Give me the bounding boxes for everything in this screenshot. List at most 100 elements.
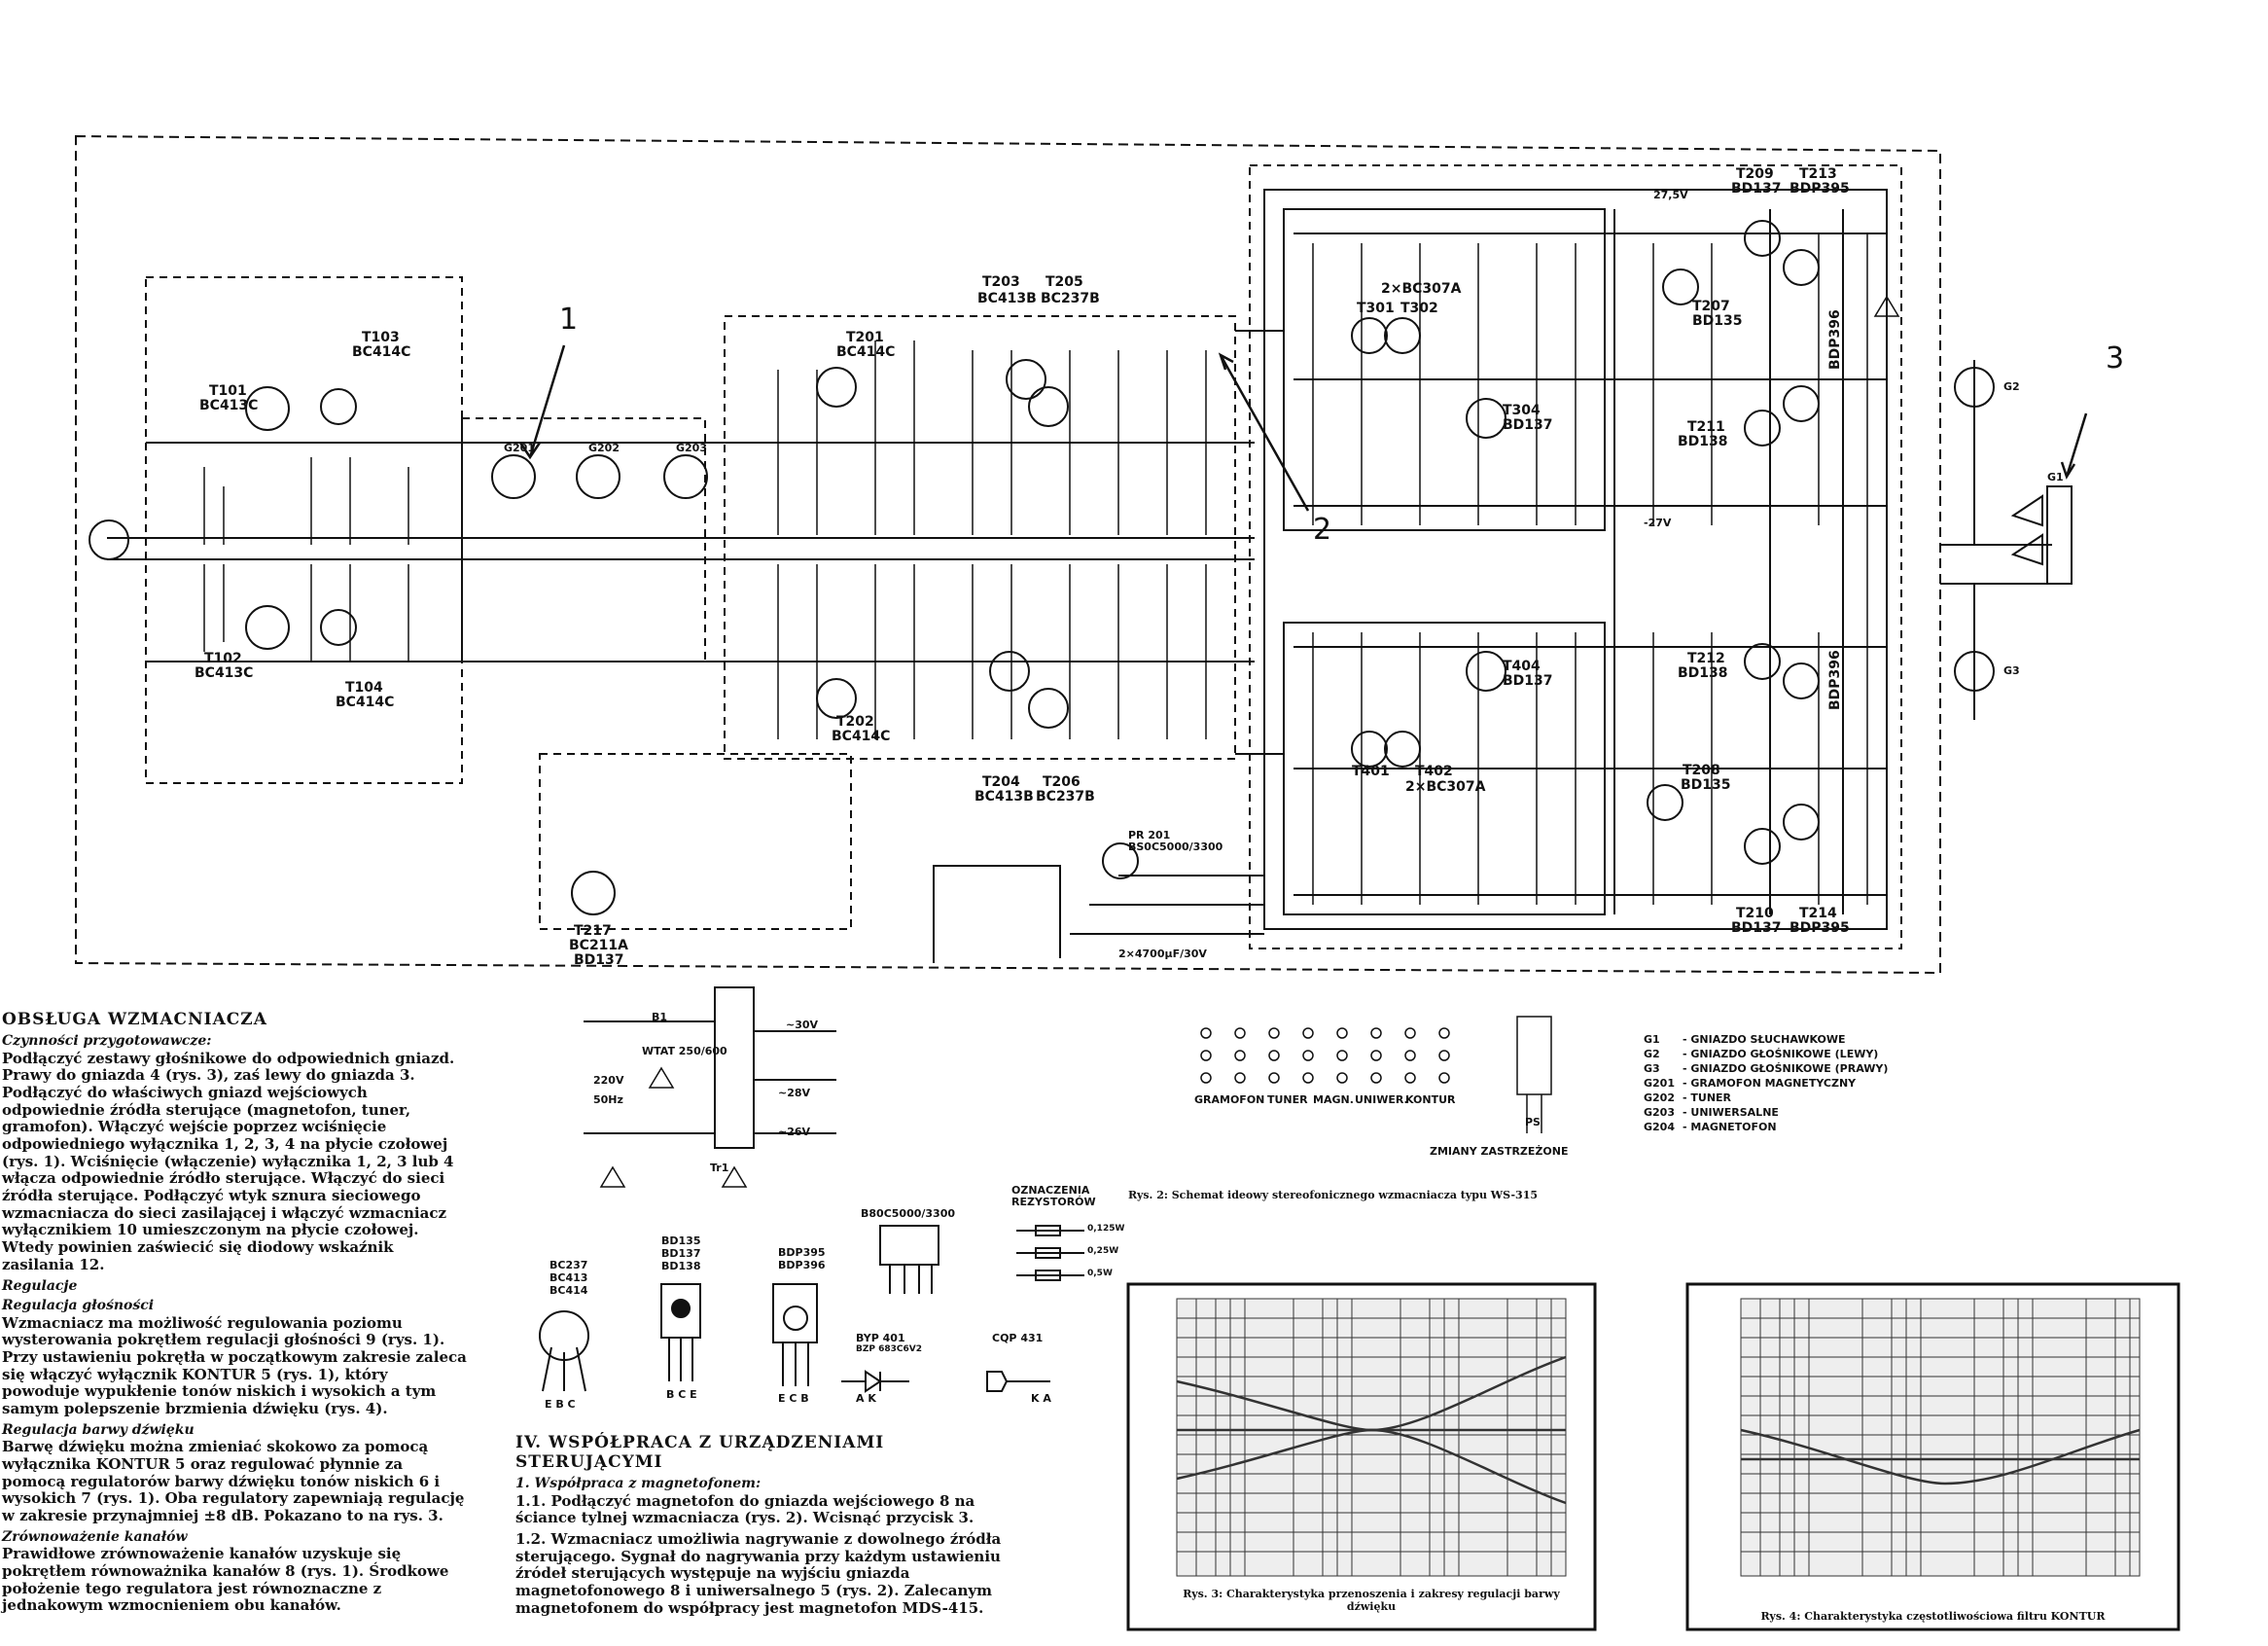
switch-panel-drawing [1200,1016,1552,1133]
label-t208: T208 [1683,763,1720,778]
resistor-symbols [1016,1225,1084,1281]
label-t214: T214 [1799,906,1837,921]
operating-instructions: OBSŁUGA WZMACNIACZA Czynności przygotowa… [2,1010,467,1615]
label-t207: T207 [1692,299,1730,314]
din-socket-g201-icon [491,454,536,499]
callout-1-arrow [518,344,566,460]
label-t214-type: BDP395 [1790,920,1850,936]
resistor-legend-title: OZNACZENIA REZYSTORÓW [1011,1184,1096,1209]
poweramp-board-inner [1263,189,1888,930]
din-socket-g204-icon [89,519,129,560]
fig3-frame [1126,1282,1597,1631]
speaker-g3-icon [1954,651,1995,692]
legend-item: G1- GNIAZDO SŁUCHAWKOWE [1644,1033,1846,1046]
label-t211-type: BD138 [1678,434,1728,449]
label-tr1: Tr1 [710,1162,729,1174]
label-t104-type: BC414C [336,695,395,710]
legend-item: G203- UNIWERSALNE [1644,1106,1779,1119]
pinout-med-2: BD137 [661,1247,701,1260]
label-t201-type: BC414C [836,344,896,360]
fig2-caption: Rys. 2: Schemat ideowy stereofonicznego … [1128,1189,1538,1201]
pinout-power-1: BDP395 [778,1246,826,1259]
label-g2: G2 [2003,380,2020,393]
legend-item: G201- GRAMOFON MAGNETYCZNY [1644,1077,1857,1090]
label-mains-voltage: 220V [593,1074,624,1087]
cooperation-title: IV. WSPÓŁPRACA Z URZĄDZENIAMI STERUJĄCYM… [515,1433,885,1473]
label-t101: T101 [209,383,247,399]
label-pr201: PR 201 [1128,829,1171,841]
pinout-small-1: BC237 [549,1259,588,1271]
label-filter-cap: 2×4700μF/30V [1118,948,1207,960]
section-balance-text: Prawidłowe zrównoważenie kanałów uzyskuj… [2,1545,449,1615]
section-volume-text: Wzmacniacz ma możliwość regulowania pozi… [2,1313,467,1417]
label-t30x-type: 2×BC307A [1381,281,1462,297]
instructions-title: OBSŁUGA WZMACNIACZA [2,1010,267,1029]
section-balance-title: Zrównoważenie kanałów [2,1528,188,1545]
label-t401: T401 [1352,764,1390,779]
led-icon [986,1371,1050,1392]
label-t207-type: BD135 [1692,313,1743,329]
warning-icons [599,295,1900,1188]
components [203,233,1868,905]
chassis-border [75,134,1941,975]
cooperation-sub-title: 1. Współpraca z magnetofonem: [515,1476,762,1492]
label-t304-type: BD137 [1503,417,1553,433]
label-t40x-type: 2×BC307A [1405,779,1486,795]
resistor-legend-1: 0,125W [1087,1224,1125,1234]
fig3-grid [1176,1298,1567,1577]
label-t301: T301 [1357,301,1395,316]
label-t211: T211 [1687,419,1725,435]
cooperation-section: IV. WSPÓŁPRACA Z URZĄDZENIAMI STERUJĄCYM… [515,1433,1026,1617]
psu-board [539,753,852,930]
label-t402: T402 [1415,764,1453,779]
label-rectifier: BS0C5000/3300 [1128,841,1223,853]
pinout-small-3: BC414 [549,1284,588,1297]
fig4-curve-kontur [1740,1428,2141,1485]
pinout-led-pins: K A [1031,1392,1051,1405]
label-t201: T201 [846,330,884,345]
callout-3-arrow [2060,412,2088,480]
label-g203: G203 [676,442,707,454]
legend-item: G3- GNIAZDO GŁOŚNIKOWE (PRAWY) [1644,1062,1889,1075]
label-t210: T210 [1736,906,1774,921]
section-preparation-text: Podłączyć zestawy głośnikowe do odpowied… [2,1049,455,1273]
pinout-diode-pins: A K [856,1392,876,1405]
label-t203-type: BC413B [977,291,1037,306]
label-v27n: -27V [1644,517,1672,529]
label-t304: T304 [1503,403,1541,418]
pinout-led: CQP 431 [992,1332,1044,1344]
switch-label-uniwer: UNIWER. [1355,1093,1408,1106]
label-t104: T104 [345,680,383,696]
legend-item: G202- TUNER [1644,1091,1732,1104]
label-t103: T103 [362,330,400,345]
section-preparation-title: Czynności przygotowawcze: [2,1033,212,1050]
transformer [714,986,755,1149]
to220-package-icon [772,1283,818,1343]
poweramp-board-outer [1249,164,1902,949]
pinout-med-1: BD135 [661,1234,701,1247]
pinout-small-2: BC413 [549,1271,588,1284]
zener-diode-icon [841,1370,909,1393]
label-t103-type: BC414C [352,344,411,360]
legend-item: G204- MAGNETOFON [1644,1121,1777,1133]
legend-item: G2- GNIAZDO GŁOŚNIKOWE (LEWY) [1644,1048,1879,1060]
label-g1: G1 [2047,471,2064,483]
fig4-grid [1740,1298,2141,1577]
label-t203: T203 [982,274,1020,290]
pinout-diode: BYP 401 [856,1332,905,1344]
section-volume-title: Regulacja głośności [2,1298,155,1314]
resistor-legend-3: 0,5W [1087,1269,1113,1278]
label-t205: T205 [1045,274,1083,290]
label-t202: T202 [836,714,874,730]
bridge-package-icon [879,1225,939,1266]
fig4-caption: Rys. 4: Charakterystyka częstotliwościow… [1760,1610,2106,1623]
label-g3: G3 [2003,664,2020,677]
socket-legend: G1- GNIAZDO SŁUCHAWKOWE G2- GNIAZDO GŁOŚ… [1644,1033,1888,1135]
label-t205-type: BC237B [1041,291,1100,306]
switch-board [461,417,706,662]
fig3-caption: Rys. 3: Charakterystyka przenoszenia i z… [1183,1588,1560,1613]
label-t206-type: BC237B [1036,789,1095,805]
callout-1: 1 [559,303,579,337]
